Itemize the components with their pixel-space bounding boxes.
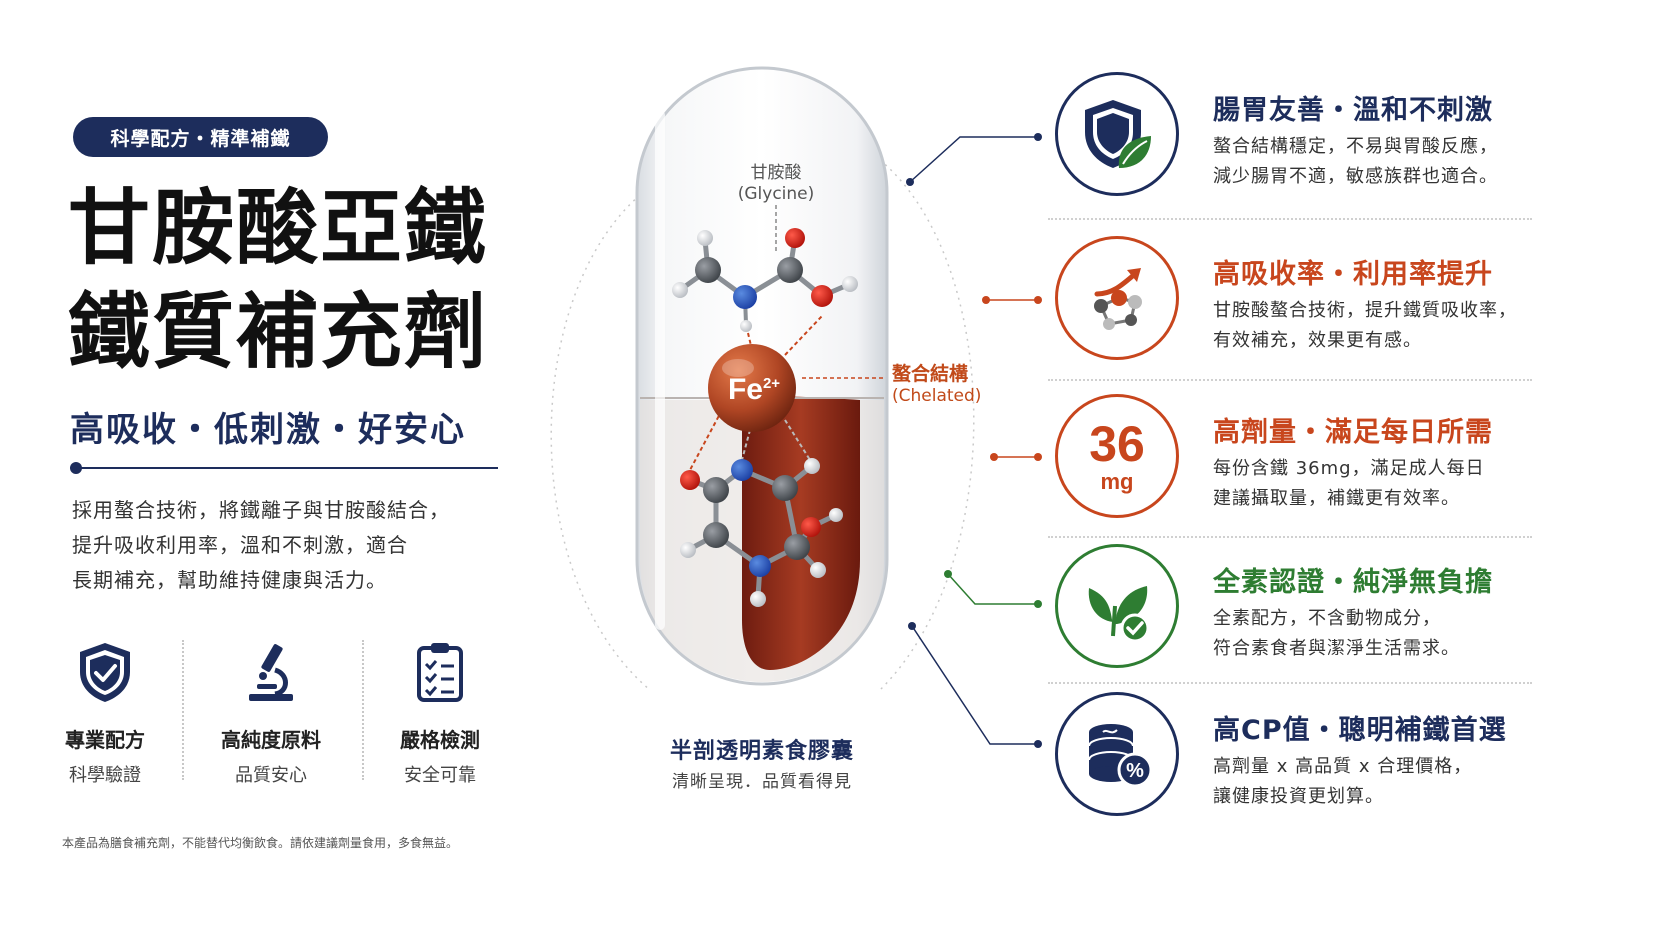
- benefit-line: 全素配方，不含動物成分，: [1213, 608, 1441, 629]
- benefit-vegan: 全素認證・純淨無負擔 全素配方，不含動物成分， 符合素食者與潔淨生活需求。: [1055, 532, 1535, 672]
- feature-sub: 品質安心: [235, 765, 307, 786]
- benefit-gut-friendly: 腸胃友善・溫和不刺激 螯合結構穩定，不易與胃酸反應， 減少腸胃不適，敏感族群也適…: [1055, 60, 1535, 200]
- category-badge: 科學配方・精準補鐵: [73, 117, 328, 157]
- feature-sub: 科學驗證: [69, 765, 141, 786]
- description-line-2: 提升吸收利用率，溫和不刺激，適合: [72, 533, 408, 557]
- benefit-high-dose: 36 mg 高劑量・滿足每日所需 每份含鐵 36mg，滿足成人每日 建議攝取量，…: [1055, 382, 1535, 522]
- product-subtitle: 高吸收・低刺激・好安心: [70, 410, 466, 450]
- benefit-line: 符合素食者與潔淨生活需求。: [1213, 638, 1460, 659]
- svg-text:%: %: [1126, 760, 1144, 782]
- row-separator: [1048, 682, 1532, 684]
- product-title-line1: 甘胺酸亞鐵: [68, 181, 489, 276]
- benefit-line: 讓健康投資更划算。: [1213, 786, 1384, 807]
- molecule-arrow-icon: [1055, 236, 1179, 360]
- chelated-label: 螯合結構: [892, 363, 969, 385]
- benefit-line: 有效補充，效果更有感。: [1213, 330, 1422, 351]
- feature-sub: 安全可靠: [404, 765, 476, 786]
- divider-dot: [70, 462, 82, 474]
- benefit-title: 高CP值・聰明補鐵首選: [1213, 715, 1507, 746]
- benefit-absorption: 高吸收率・利用率提升 甘胺酸螯合技術，提升鐵質吸收率， 有效補充，效果更有感。: [1055, 224, 1535, 364]
- dose-icon: 36 mg: [1055, 394, 1179, 518]
- capsule-subcaption: 清晰呈現．品質看得見: [672, 772, 852, 792]
- coins-percent-icon: %: [1055, 692, 1179, 816]
- feature-professional: 專業配方 科學驗證: [30, 640, 180, 787]
- iron-symbol-text: Fe: [727, 373, 763, 406]
- feature-testing: 嚴格檢測 安全可靠: [365, 640, 515, 787]
- disclaimer-text: 本產品為膳食補充劑，不能替代均衡飲食。請依建議劑量食用，多食無益。: [62, 836, 459, 850]
- iron-charge: 2+: [762, 375, 781, 392]
- feature-separator: [182, 640, 184, 780]
- chelated-sublabel: (Chelated): [892, 386, 982, 406]
- benefit-line: 高劑量 x 高品質 x 合理價格，: [1213, 756, 1473, 777]
- row-separator: [1048, 536, 1532, 538]
- checklist-icon: [410, 640, 470, 704]
- iron-symbol: Fe2+: [714, 373, 794, 407]
- glycine-sublabel: (Glycine): [737, 184, 815, 204]
- capsule-caption: 半剖透明素食膠囊: [669, 739, 854, 764]
- feature-title: 嚴格檢測: [400, 728, 480, 752]
- shield-check-icon: [75, 640, 135, 704]
- glycine-label: 甘胺酸: [750, 163, 802, 183]
- divider-line: [72, 467, 498, 469]
- benefit-title: 全素認證・純淨無負擔: [1213, 567, 1493, 598]
- benefit-line: 建議攝取量，補鐵更有效率。: [1213, 488, 1460, 509]
- benefit-title: 高吸收率・利用率提升: [1213, 259, 1493, 290]
- description-line-3: 長期補充，幫助維持健康與活力。: [72, 568, 387, 592]
- microscope-icon: [241, 640, 301, 704]
- description-line-1: 採用螯合技術，將鐵離子與甘胺酸結合，: [72, 498, 450, 522]
- row-separator: [1048, 379, 1532, 381]
- shield-leaf-icon: [1055, 72, 1179, 196]
- benefit-line: 甘胺酸螯合技術，提升鐵質吸收率，: [1213, 300, 1517, 321]
- feature-title: 高純度原料: [221, 728, 321, 752]
- benefit-line: 螯合結構穩定，不易與胃酸反應，: [1213, 136, 1498, 157]
- row-separator: [1048, 218, 1532, 220]
- benefit-line: 每份含鐵 36mg，滿足成人每日: [1213, 458, 1485, 479]
- benefit-value: % 高CP值・聰明補鐵首選 高劑量 x 高品質 x 合理價格， 讓健康投資更划算…: [1055, 680, 1535, 820]
- dose-value: 36: [1089, 416, 1145, 472]
- benefit-line: 減少腸胃不適，敏感族群也適合。: [1213, 166, 1498, 187]
- vegan-leaf-icon: [1055, 544, 1179, 668]
- feature-title: 專業配方: [65, 728, 145, 752]
- feature-separator: [362, 640, 364, 780]
- product-title-line2: 鐵質補充劑: [68, 285, 489, 380]
- dose-unit: mg: [1100, 469, 1134, 494]
- feature-purity: 高純度原料 品質安心: [196, 640, 346, 787]
- benefit-title: 腸胃友善・溫和不刺激: [1213, 95, 1493, 126]
- benefit-title: 高劑量・滿足每日所需: [1213, 417, 1493, 448]
